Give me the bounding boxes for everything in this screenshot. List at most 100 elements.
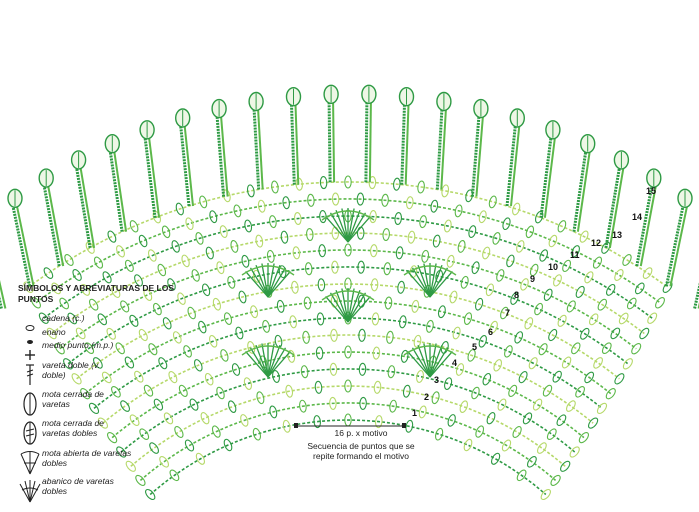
stitch-cluster <box>313 415 321 429</box>
stitch-row-arc <box>59 249 637 350</box>
stitch-cluster <box>405 196 414 210</box>
chain-column <box>290 104 296 185</box>
fan-stitch <box>347 289 361 323</box>
stitch-cluster <box>571 342 581 355</box>
stitch-cluster <box>107 230 117 243</box>
stitch-cluster <box>631 343 642 355</box>
stitch-cluster <box>418 405 427 419</box>
stitch-cluster <box>421 249 430 263</box>
stitch-cluster <box>43 267 54 279</box>
fan-stitch <box>347 292 367 323</box>
legend-item-closed-cluster-double: mota cerrada de varetas dobles <box>18 418 132 448</box>
stitch-cluster <box>189 398 199 411</box>
stitch-cluster <box>443 219 452 233</box>
stitch-cluster <box>575 386 585 398</box>
chain-column <box>539 137 553 218</box>
stitch-cluster <box>169 469 180 482</box>
stitch-cluster <box>548 234 558 248</box>
chain-column <box>639 185 657 267</box>
fan-arc <box>403 265 457 276</box>
stitch-cluster <box>605 283 616 296</box>
stitch-cluster <box>601 342 612 355</box>
chain-column <box>113 151 128 232</box>
fan-stitch <box>249 347 269 378</box>
fan-stitch <box>267 264 281 298</box>
chain-column <box>505 125 517 207</box>
stitch-cluster <box>134 274 143 287</box>
fan-stitch <box>429 350 453 378</box>
fan-stitch <box>261 343 269 378</box>
row-number: 7 <box>505 308 511 318</box>
chain-column <box>604 167 621 249</box>
stitch-cluster <box>317 278 326 292</box>
stitch-cluster <box>389 399 397 413</box>
stitch-cluster <box>143 288 153 301</box>
stitch-cluster <box>478 334 487 348</box>
stitch-cluster <box>276 299 285 313</box>
stitch-cluster <box>304 262 313 276</box>
stitch-cluster <box>514 331 524 344</box>
motif-bracket-left-tick <box>294 423 298 428</box>
stitch-cluster <box>167 278 176 291</box>
stitch-cluster <box>444 377 453 390</box>
center-fans <box>241 208 457 378</box>
fan-stitch <box>429 344 443 378</box>
fan-stitch <box>417 344 431 378</box>
fan-stitch <box>255 344 269 378</box>
chain-column <box>327 102 332 183</box>
stitch-cluster <box>231 363 241 376</box>
stitch-cluster <box>416 370 424 383</box>
stitch-cluster <box>124 259 134 273</box>
stitch-cluster <box>116 245 125 258</box>
stitch-cluster <box>452 326 461 340</box>
fan-stitch <box>429 347 449 378</box>
legend-label-fan: abanico de varetas dobles <box>42 476 114 496</box>
stitch-row-arc <box>111 351 585 439</box>
stitch-cluster <box>115 342 125 355</box>
stitch-cluster <box>497 398 507 411</box>
fan-stitch <box>417 264 431 298</box>
stitch-cluster <box>546 428 557 440</box>
legend-label-double-treble: vareta doble (v. doble) <box>42 360 100 380</box>
stitch-cluster <box>566 400 576 412</box>
stitch-cluster <box>135 474 146 486</box>
stitch-cluster <box>622 254 632 266</box>
stitch-cluster <box>93 256 104 269</box>
legend-title: SÍMBOLOS Y ABREVIATURAS DE LOS PUNTOS <box>18 283 175 304</box>
stitch-cluster <box>195 232 204 245</box>
row-number: 13 <box>612 230 623 240</box>
row-number: 9 <box>530 274 536 284</box>
chain-column <box>11 205 32 287</box>
stitch-cluster <box>223 438 233 452</box>
top-edge-motifs <box>0 84 699 309</box>
closed-cluster-icon <box>23 392 37 416</box>
legend-item-half: medio punto (m.p.) <box>18 340 162 370</box>
chain-stitch-icon <box>25 325 35 331</box>
stitch-cluster <box>64 254 74 266</box>
chain-column <box>364 102 369 183</box>
stitch-cluster <box>526 456 537 468</box>
stitch-cluster <box>240 414 249 427</box>
stitch-cluster <box>220 349 229 362</box>
fan-stitch <box>325 295 349 323</box>
stitch-cluster <box>548 328 558 342</box>
stitch-cluster <box>198 320 207 334</box>
stitch-cluster <box>199 195 208 209</box>
stitch-cluster <box>291 280 299 294</box>
fan-stitch <box>267 344 281 378</box>
chain-column <box>435 109 444 190</box>
legend-label-half: medio punto (m.p.) <box>42 340 114 350</box>
stitch-cluster <box>153 398 164 411</box>
stitch-cluster <box>212 297 221 311</box>
stitch-cluster <box>124 356 135 369</box>
chain-column <box>669 206 688 287</box>
open-cluster-icon <box>20 451 40 475</box>
stitch-cluster <box>455 363 465 376</box>
stitch-cluster <box>67 312 78 325</box>
stitch-cluster <box>329 362 338 376</box>
fan-stitch <box>407 350 431 378</box>
stitch-cluster <box>478 210 487 224</box>
chain-column <box>42 185 61 267</box>
stitch-cluster <box>306 227 314 242</box>
